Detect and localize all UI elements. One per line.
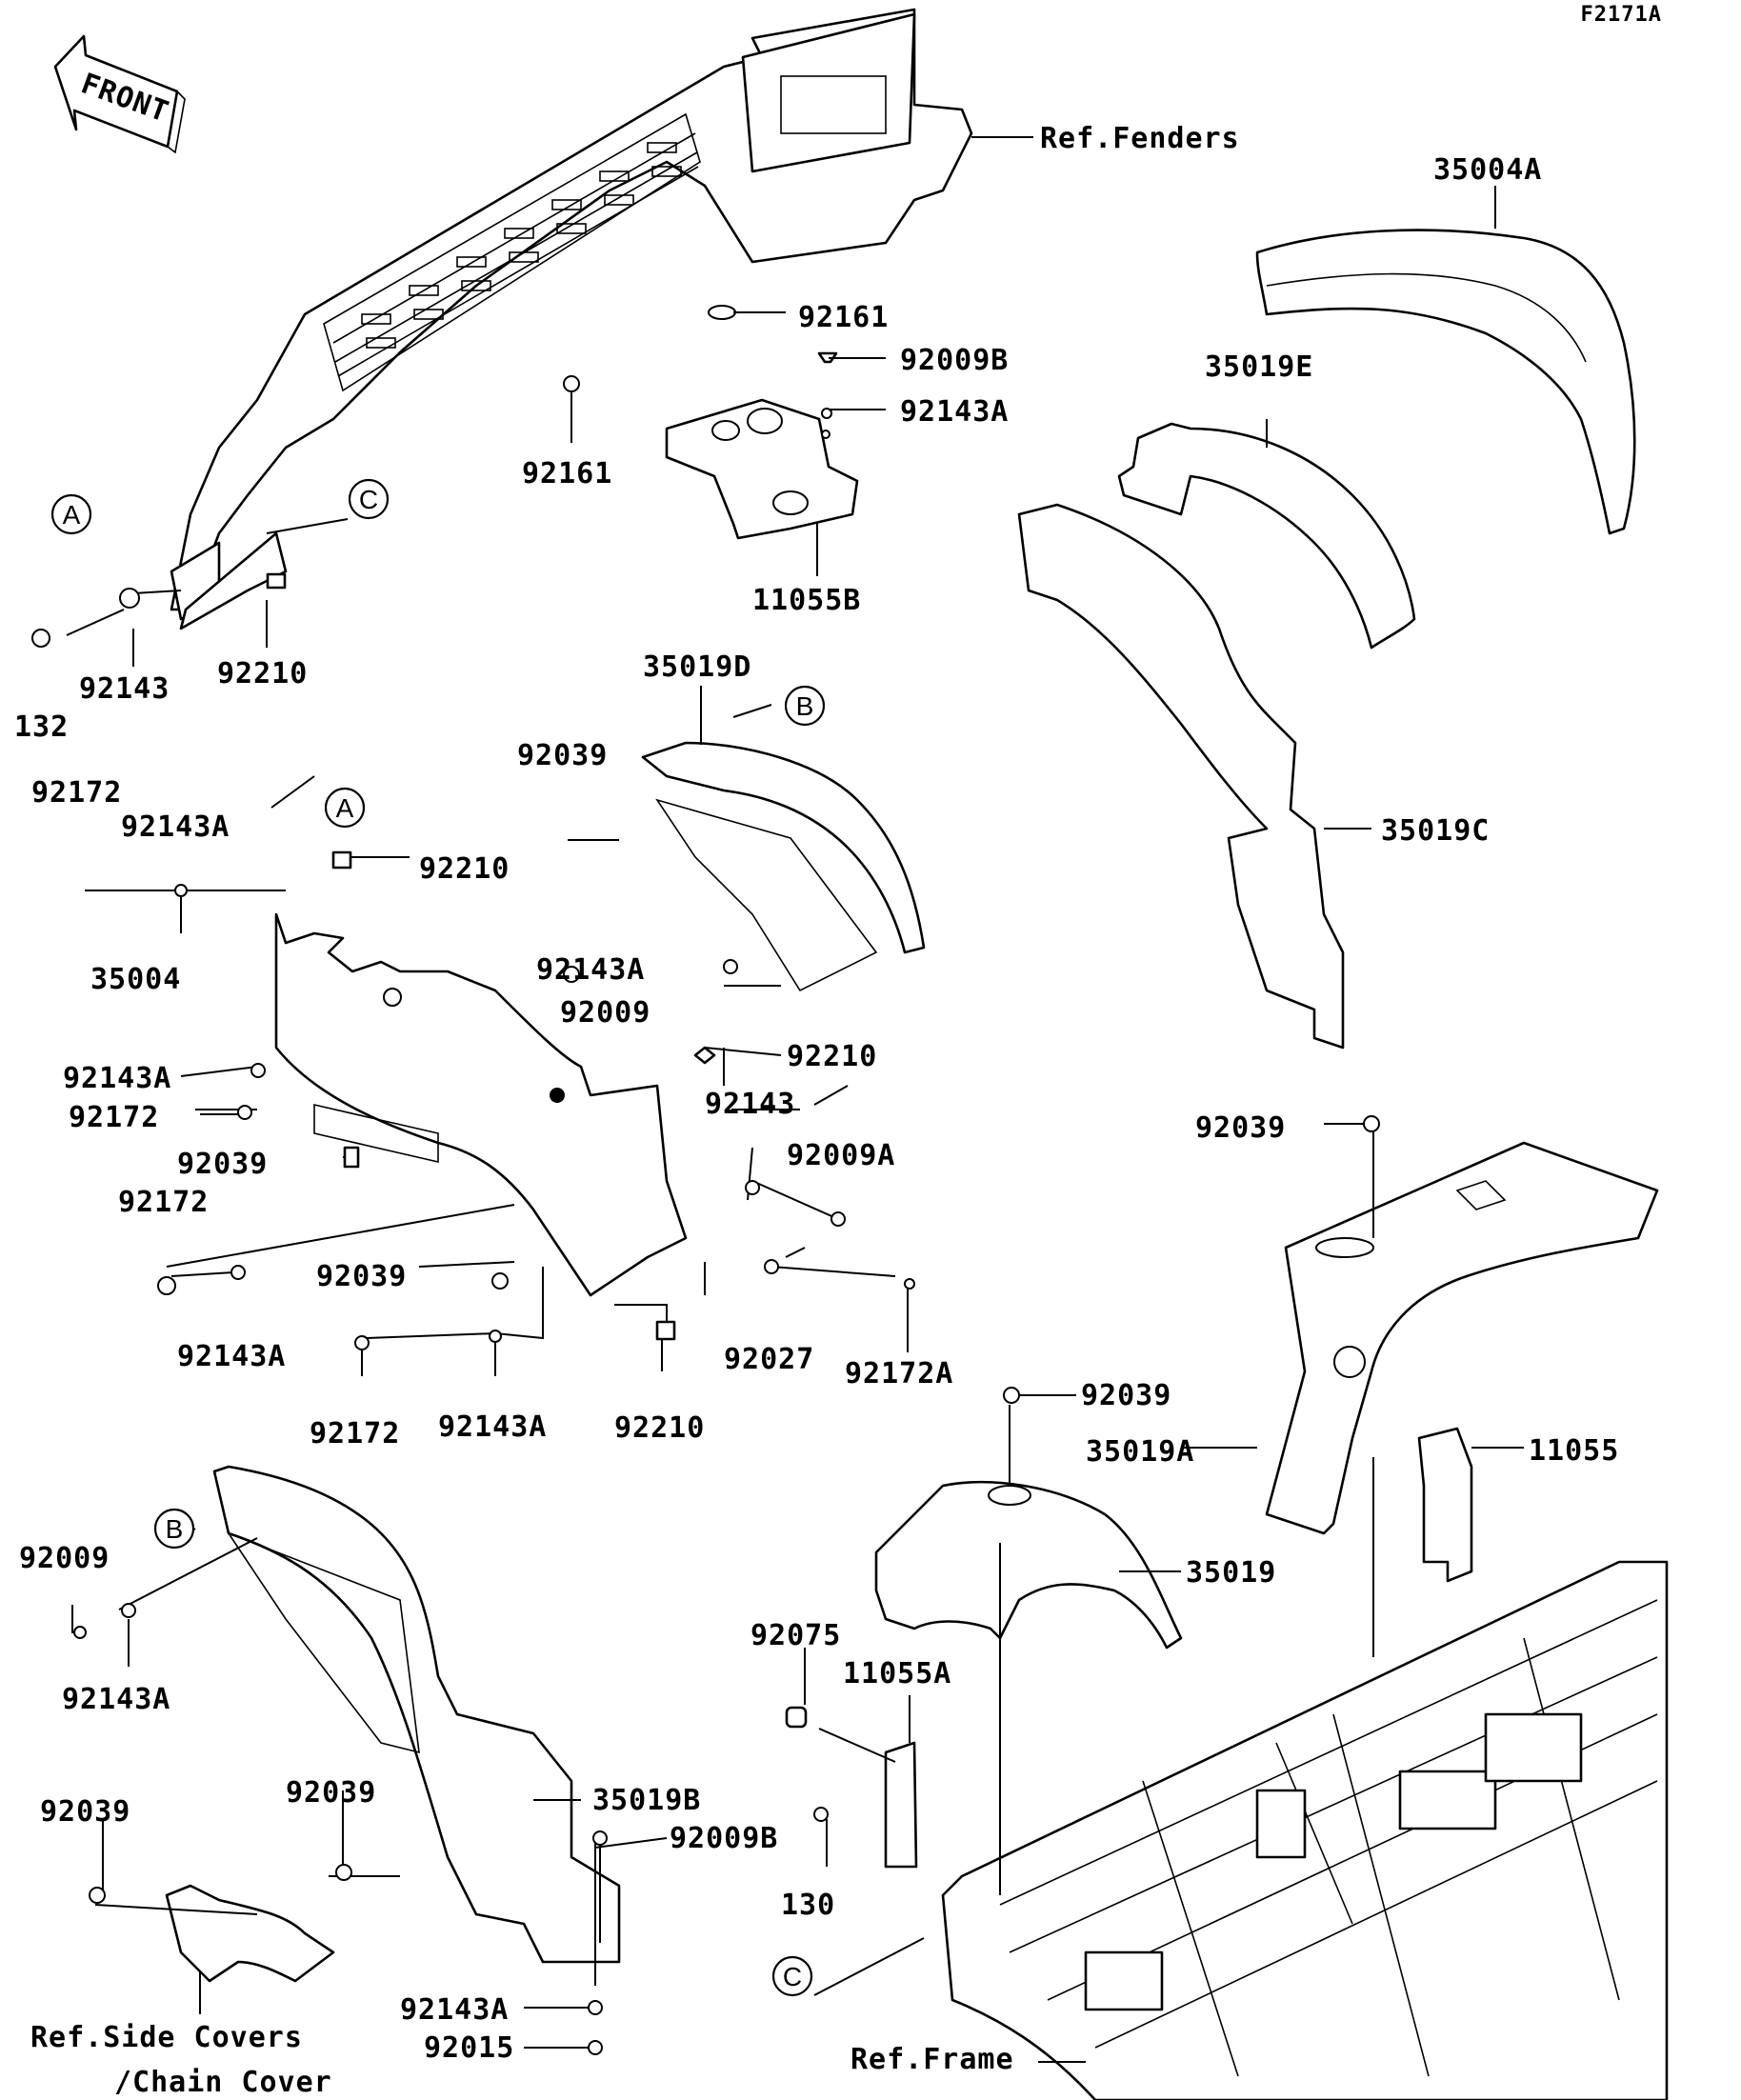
part-label: 92143 [705, 1088, 795, 1121]
part-label: 35004A [1433, 153, 1542, 187]
part-label: 92027 [724, 1343, 814, 1376]
part-label: 92172 [310, 1417, 400, 1450]
part-label: 92039 [316, 1260, 407, 1293]
part-label: 92172 [118, 1186, 209, 1219]
callout-a-top: A [50, 493, 92, 535]
part-label: 92143A [438, 1410, 547, 1444]
part-label: 35019C [1381, 814, 1490, 848]
part-label: 92172 [31, 776, 122, 810]
grille-slots [361, 142, 682, 349]
fender-35019E [1117, 422, 1416, 650]
part-label: 92039 [286, 1776, 376, 1810]
part-label: 92009 [560, 996, 650, 1030]
part-label: 92143A [62, 1683, 170, 1716]
part-label: 35019 [1186, 1556, 1276, 1590]
callout-c-low: C [771, 1955, 813, 1997]
part-labels: 92161 92009B 92143A 92161 11055B 35004A … [14, 153, 1619, 2065]
part-label: 92143A [63, 1062, 171, 1095]
fender-35004 [274, 912, 688, 1297]
svg-text:C: C [783, 1962, 802, 1991]
part-label: 92039 [517, 739, 608, 772]
part-label: 92039 [177, 1148, 268, 1181]
part-label: 35004 [90, 963, 181, 996]
part-label: 92210 [217, 657, 308, 690]
part-label: 92143A [400, 1993, 509, 2027]
part-label: 92210 [787, 1040, 877, 1073]
callout-b-low: B [153, 1508, 195, 1550]
callout-a-mid: A [324, 787, 366, 829]
bracket-11055 [1417, 1427, 1473, 1583]
part-label: 92143A [121, 810, 230, 844]
part-label: 92009B [670, 1822, 778, 1855]
front-arrow: FRONT [53, 34, 186, 154]
part-label: 92009B [900, 344, 1009, 377]
callout-c-top: C [348, 478, 390, 520]
part-label: 92143 [79, 672, 170, 706]
bracket-11055B [563, 305, 859, 540]
part-label: 92143A [177, 1340, 286, 1373]
part-label: 11055B [752, 584, 861, 617]
ref-side-covers-label: Ref.Side Covers [30, 2021, 303, 2054]
svg-text:A: A [63, 500, 81, 530]
part-label: 92172A [845, 1357, 953, 1390]
fender-35019 [874, 1481, 1183, 1650]
fender-35019A [1265, 1141, 1659, 1535]
part-label: 92009A [787, 1139, 895, 1172]
part-label: 132 [14, 710, 69, 744]
ref-chain-cover-label: /Chain Cover [114, 2066, 332, 2099]
part-label: 92210 [614, 1411, 705, 1445]
part-label: 11055 [1529, 1434, 1619, 1468]
part-label: 35019A [1086, 1435, 1194, 1469]
fender-35019B [212, 1465, 621, 1964]
part-label: 92210 [419, 852, 510, 886]
part-label: 92039 [1195, 1111, 1286, 1145]
fender-35019D [641, 741, 926, 992]
svg-text:B: B [166, 1514, 184, 1544]
diagram-id: F2171A [1581, 3, 1662, 27]
frame [941, 1560, 1669, 2100]
side-cover-bracket [165, 1884, 335, 1983]
part-label: 35019B [592, 1784, 701, 1817]
bracket-11055A [785, 1706, 918, 1869]
part-label: 92143A [900, 395, 1009, 429]
fasteners [31, 572, 1380, 2055]
part-label: 92161 [798, 301, 889, 334]
fender-35019C [1017, 503, 1345, 1050]
part-label: 35019D [643, 650, 751, 684]
part-label: 92015 [424, 2031, 514, 2065]
ref-frame-label: Ref.Frame [850, 2043, 1014, 2076]
part-label: 35019E [1205, 350, 1313, 384]
part-label: 130 [781, 1889, 835, 1922]
part-label: 92143A [536, 953, 645, 987]
part-label: 92039 [1081, 1379, 1171, 1412]
part-label: 11055A [843, 1657, 951, 1690]
part-label: 92009 [19, 1542, 110, 1575]
fender-35004A [1255, 229, 1636, 535]
callout-b-mid: B [784, 685, 826, 727]
svg-text:B: B [796, 691, 814, 721]
ref-fenders-label: Ref.Fenders [1040, 122, 1240, 155]
part-label: 92039 [40, 1795, 130, 1829]
svg-text:A: A [336, 793, 354, 823]
svg-text:C: C [359, 485, 378, 514]
part-label: 92161 [522, 457, 612, 490]
part-label: 92075 [750, 1619, 841, 1652]
part-label: 92172 [69, 1101, 159, 1134]
